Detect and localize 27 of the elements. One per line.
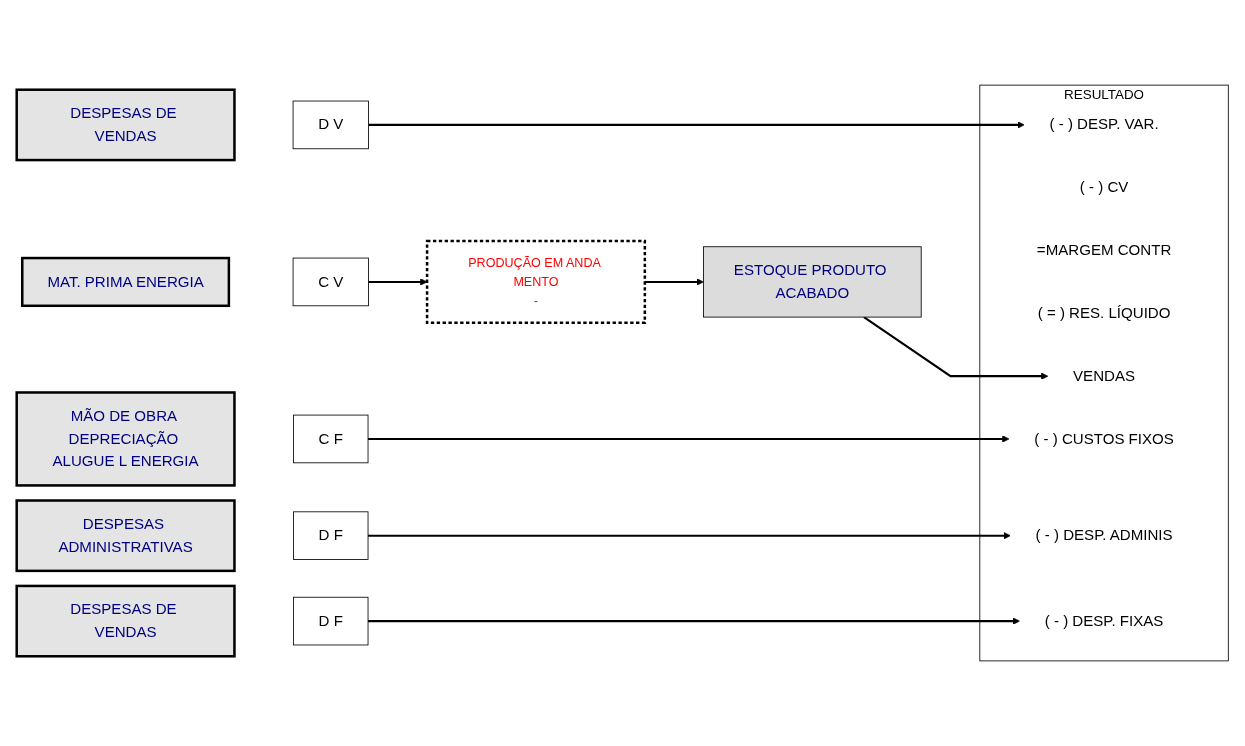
node-box: ESTOQUE PRODUTO ACABADO bbox=[703, 246, 922, 318]
node-text: ( - ) DESP. ADMINIS bbox=[1035, 526, 1173, 544]
node-text: ( - ) CV bbox=[1079, 178, 1129, 196]
node-box: D F bbox=[293, 596, 369, 646]
node-box: DESPESAS DE VENDAS bbox=[15, 88, 236, 162]
arrow bbox=[368, 617, 1020, 625]
arrow bbox=[368, 121, 1025, 129]
node-text: =MARGEM CONTR bbox=[1036, 241, 1172, 259]
node-box: D V bbox=[292, 100, 369, 150]
node-box: C F bbox=[293, 414, 369, 464]
arrow bbox=[644, 278, 704, 286]
node-box: PRODUÇÃO EM ANDA MENTO - bbox=[425, 239, 647, 324]
node-box: DESPESAS ADMINISTRATIVAS bbox=[15, 499, 236, 573]
node-text: ( - ) DESP. FIXAS bbox=[1044, 612, 1164, 630]
node-box: D F bbox=[293, 511, 369, 560]
node-text: VENDAS bbox=[1073, 367, 1136, 385]
arrow bbox=[368, 435, 1010, 443]
node-box: MÃO DE OBRA DEPRECIAÇÃO ALUGUE L ENERGIA bbox=[15, 391, 236, 487]
node-box: DESPESAS DE VENDAS bbox=[15, 584, 236, 658]
node-box: MAT. PRIMA ENERGIA bbox=[21, 256, 231, 308]
node-text: ( - ) DESP. VAR. bbox=[1049, 116, 1159, 133]
arrow bbox=[368, 278, 428, 286]
node-text: ( = ) RES. LÍQUIDO bbox=[1037, 304, 1171, 322]
node-box: C V bbox=[292, 257, 369, 307]
arrow bbox=[368, 532, 1011, 540]
arrow bbox=[863, 316, 1049, 380]
node-text: ( - ) CUSTOS FIXOS bbox=[1034, 430, 1174, 447]
